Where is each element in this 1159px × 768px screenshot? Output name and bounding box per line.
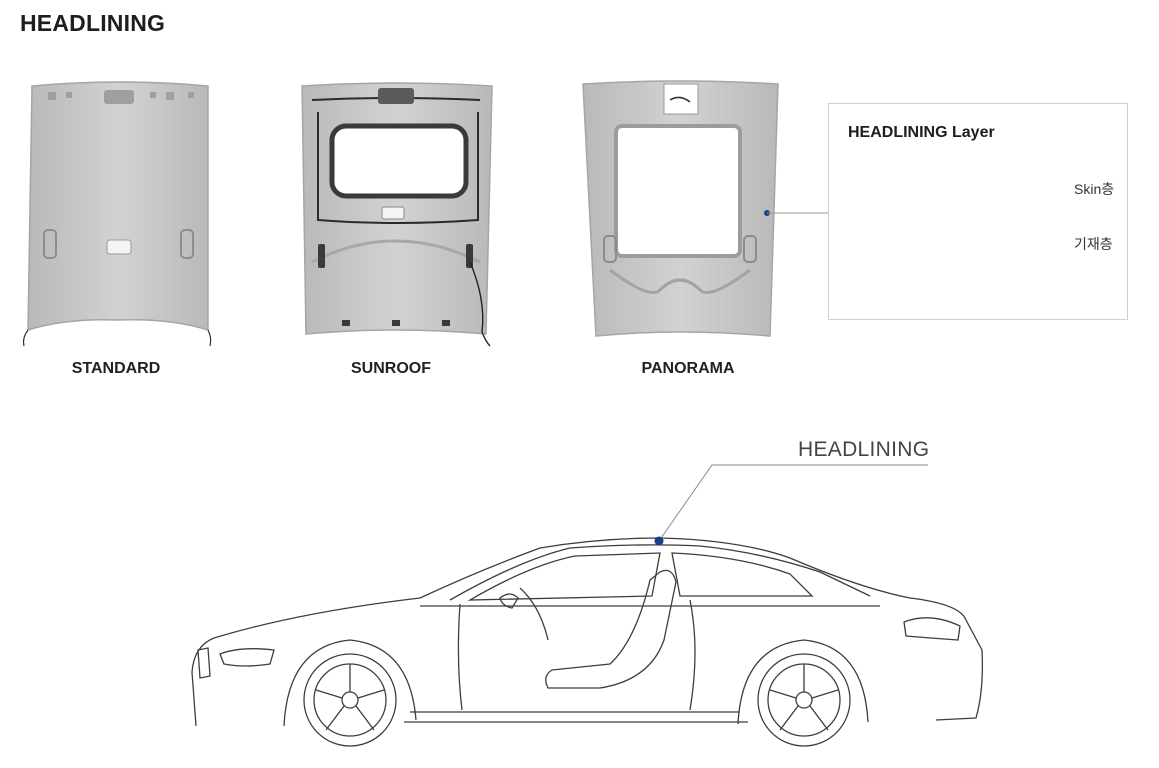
- car-callout-leader: [654, 464, 928, 546]
- car-side-illustration: [191, 537, 984, 747]
- layer-panel-title: HEADLINING Layer: [848, 124, 995, 141]
- caption-standard: STANDARD: [71, 360, 161, 377]
- page-title: HEADLINING: [20, 10, 166, 36]
- car-callout-label: HEADLINING: [798, 438, 930, 461]
- layer-connector: [764, 210, 828, 216]
- caption-sunroof: SUNROOF: [351, 360, 431, 377]
- headliner-panorama-image: [582, 80, 779, 337]
- skin-layer-label: Skin층: [1074, 181, 1115, 197]
- headliner-sunroof-image: [301, 82, 493, 347]
- caption-panorama: PANORAMA: [641, 360, 735, 377]
- layer-panel: HEADLINING Layer Skin층 기재층: [828, 103, 1128, 320]
- headliner-standard-image: [22, 81, 212, 347]
- substrate-layer-label: 기재층: [1074, 236, 1113, 252]
